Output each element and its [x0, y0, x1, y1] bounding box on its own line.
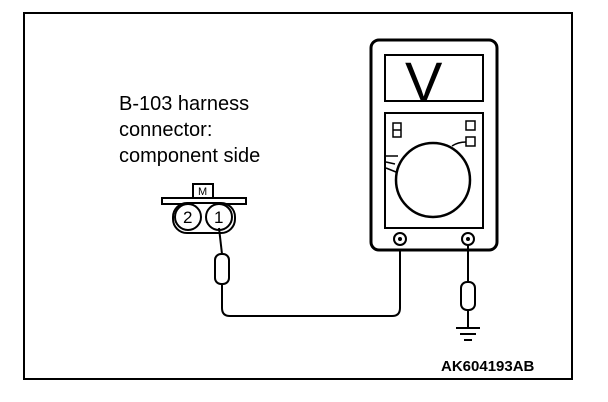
voltmeter-switch-right-top	[465, 120, 476, 131]
connector-label-line2: connector:	[119, 119, 212, 141]
probe-positive	[214, 227, 230, 285]
connector-marker: M	[198, 186, 207, 198]
voltmeter-display-symbol: V	[405, 50, 443, 113]
connector-pin-1-label: 1	[214, 208, 223, 227]
ground-icon	[456, 327, 480, 341]
test-lead-wire	[221, 240, 401, 317]
connector-pin-2	[174, 203, 202, 231]
voltmeter-display	[384, 54, 484, 102]
probe-ground	[460, 245, 476, 328]
probe-positive-tip	[214, 253, 230, 285]
probe-ground-tip	[460, 281, 476, 311]
figure-code: AK604193AB	[441, 358, 535, 375]
connector-pin-2-label: 2	[183, 208, 192, 227]
connector-label: B-103 harness connector: component side	[119, 93, 260, 167]
connector-label-line1: B-103 harness	[119, 93, 249, 115]
voltmeter-switch-right-bottom	[465, 136, 476, 147]
voltmeter: V	[369, 38, 499, 252]
voltmeter-selector-dial	[394, 141, 472, 219]
connector-label-line3: component side	[119, 145, 260, 167]
harness-connector: M 2 1	[161, 183, 247, 234]
